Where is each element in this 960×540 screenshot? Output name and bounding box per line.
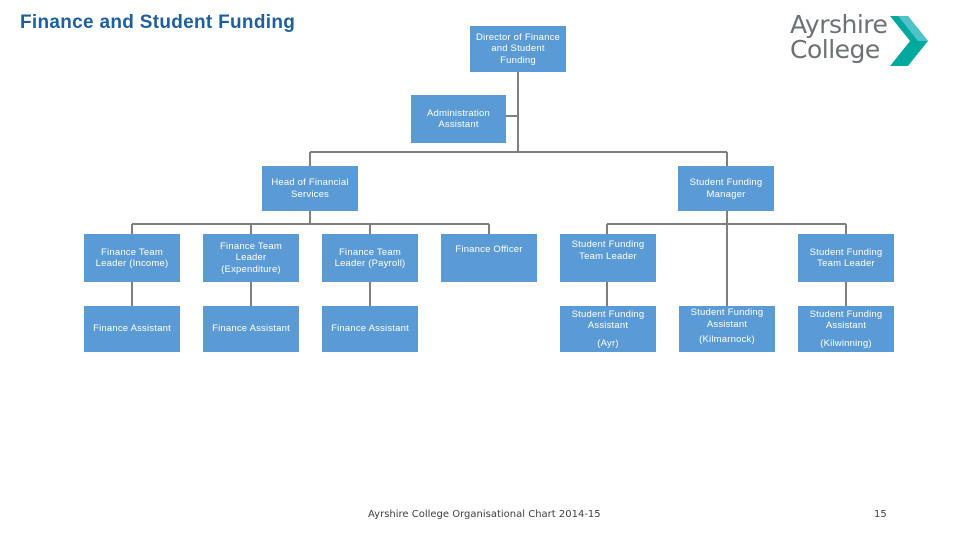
logo-line-2: College	[790, 35, 880, 64]
logo-wordmark: Ayrshire College	[790, 10, 888, 64]
finance-officer-label: Finance Officer	[455, 244, 523, 255]
sftl-1-label: Student Funding Team Leader	[571, 239, 645, 262]
student-funding-manager-label: Student Funding Manager	[689, 177, 763, 200]
page-number: 15	[874, 509, 887, 520]
sftl-2-label: Student Funding Team Leader	[809, 246, 883, 270]
ftl-expenditure-label: Finance Team Leader (Expenditure)	[220, 240, 282, 275]
head-financial-services-label: Head of Financial Services	[271, 177, 349, 200]
finance-assistant-3-label: Finance Assistant	[331, 323, 409, 335]
org-box-finance-assistant-3: Finance Assistant	[322, 306, 418, 352]
logo-arrow-icon	[890, 16, 928, 66]
sfa-ayr-location: (Ayr)	[597, 337, 619, 349]
org-box-finance-assistant-2: Finance Assistant	[203, 306, 299, 352]
org-box-admin-assistant: Administration Assistant	[411, 95, 506, 143]
org-box-sftl-2: Student Funding Team Leader	[798, 234, 894, 282]
logo-line-1: Ayrshire	[790, 10, 888, 39]
director-label: Director of Finance and Student Funding	[475, 31, 561, 66]
sfa-ayr-label: Student Funding Assistant	[571, 308, 645, 332]
org-box-sfa-kilwinning: Student Funding Assistant (Kilwinning)	[798, 306, 894, 352]
finance-assistant-2-label: Finance Assistant	[212, 323, 290, 335]
org-box-ftl-income: Finance Team Leader (Income)	[84, 234, 180, 282]
org-box-sftl-1: Student Funding Team Leader	[560, 234, 656, 282]
finance-assistant-1-label: Finance Assistant	[93, 323, 171, 335]
ftl-payroll-label: Finance Team Leader (Payroll)	[334, 246, 406, 270]
org-box-sfa-kilmarnock: Student Funding Assistant (Kilmarnock)	[679, 306, 775, 352]
sfa-kilmarnock-location: (Kilmarnock)	[699, 334, 755, 345]
ftl-income-label: Finance Team Leader (Income)	[95, 246, 169, 270]
slide-footer: Ayrshire College Organisational Chart 20…	[368, 509, 601, 520]
sfa-kilwinning-label: Student Funding Assistant	[809, 308, 883, 332]
org-box-director: Director of Finance and Student Funding	[470, 26, 566, 72]
org-box-sfa-ayr: Student Funding Assistant (Ayr)	[560, 306, 656, 352]
sfa-kilmarnock-label: Student Funding Assistant	[690, 307, 764, 330]
org-box-finance-officer: Finance Officer	[441, 234, 537, 282]
org-box-ftl-expenditure: Finance Team Leader (Expenditure)	[203, 234, 299, 282]
org-box-ftl-payroll: Finance Team Leader (Payroll)	[322, 234, 418, 282]
admin-assistant-label: Administration Assistant	[427, 107, 490, 131]
slide-title: Finance and Student Funding	[20, 12, 296, 33]
org-box-finance-assistant-1: Finance Assistant	[84, 306, 180, 352]
org-box-student-funding-manager: Student Funding Manager	[678, 166, 774, 211]
ayrshire-college-logo: Ayrshire College	[790, 12, 930, 70]
sfa-kilwinning-location: (Kilwinning)	[820, 337, 872, 349]
org-box-head-financial-services: Head of Financial Services	[262, 166, 358, 211]
